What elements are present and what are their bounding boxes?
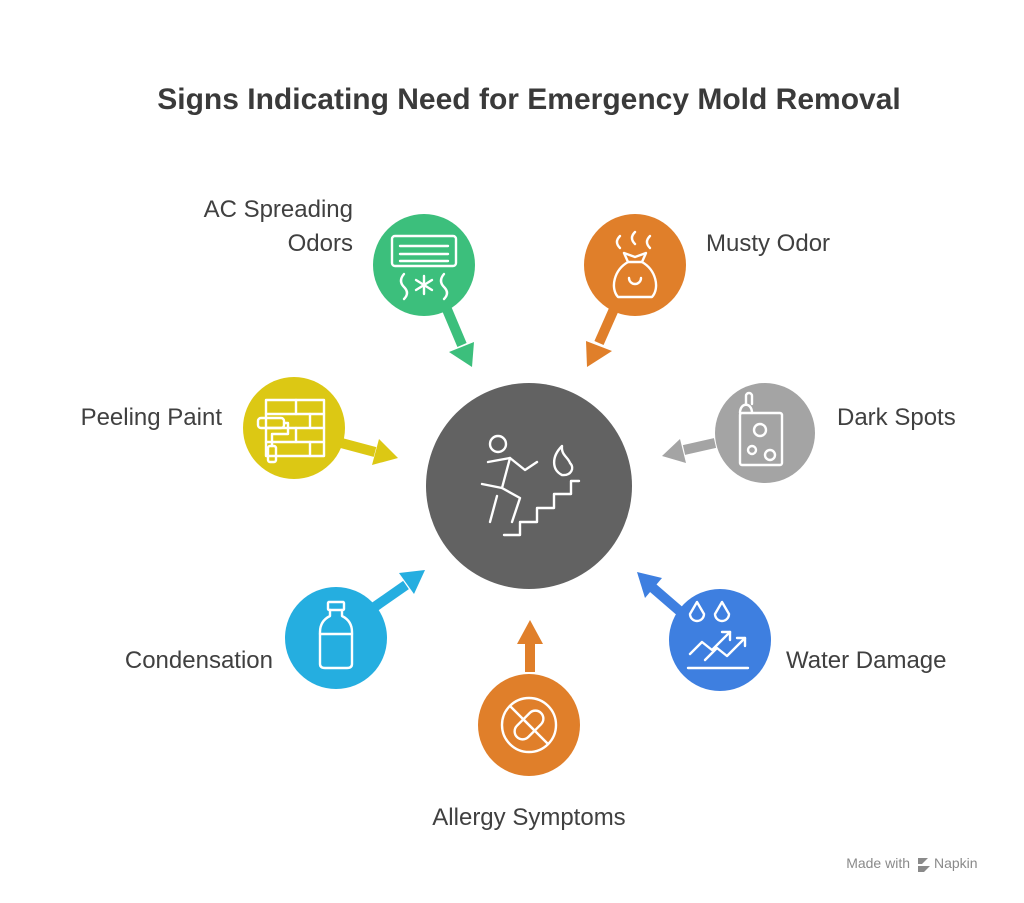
sign-circle-water bbox=[669, 589, 771, 691]
sign-label-allergy: Allergy Symptoms bbox=[432, 804, 625, 831]
sign-node-water bbox=[669, 589, 771, 691]
sign-node-allergy bbox=[478, 674, 580, 776]
footer-attribution: Made with Napkin bbox=[846, 855, 978, 872]
diagram-title: Signs Indicating Need for Emergency Mold… bbox=[157, 83, 900, 116]
footer-made-with: Made with bbox=[846, 855, 910, 871]
sign-node-condensation bbox=[285, 587, 387, 689]
no-pill-icon bbox=[500, 696, 558, 754]
center-circle bbox=[426, 383, 632, 589]
sign-label-water: Water Damage bbox=[786, 647, 947, 674]
sign-circle-condensation bbox=[285, 587, 387, 689]
footer-brand: Napkin bbox=[934, 855, 978, 871]
sign-node-musty bbox=[584, 214, 686, 316]
sign-node-ac bbox=[373, 214, 475, 316]
sign-label-paint: Peeling Paint bbox=[81, 404, 223, 431]
sign-label-dark: Dark Spots bbox=[837, 404, 956, 431]
sign-circle-musty bbox=[584, 214, 686, 316]
air-conditioner-icon bbox=[390, 234, 458, 301]
napkin-logo-icon bbox=[918, 858, 930, 872]
connector-dark bbox=[662, 438, 717, 463]
sign-label-condensation: Condensation bbox=[125, 647, 273, 674]
bottle-icon bbox=[318, 600, 354, 670]
center-node bbox=[426, 383, 632, 589]
person-climbing-stairs-with-flame-icon bbox=[480, 434, 581, 537]
sign-label-ac-line1: AC Spreading bbox=[204, 196, 353, 223]
sign-node-paint bbox=[243, 377, 345, 479]
smelly-bag-icon bbox=[612, 230, 658, 299]
connector-allergy bbox=[517, 620, 543, 672]
sign-label-musty: Musty Odor bbox=[706, 230, 830, 257]
connector-condensation bbox=[370, 570, 425, 613]
spotted-scroll-icon bbox=[738, 391, 784, 467]
sign-node-dark bbox=[715, 383, 815, 483]
paint-roller-wall-icon bbox=[256, 398, 326, 464]
sign-label-ac-line2: Odors bbox=[288, 230, 353, 257]
water-drops-rising-icon bbox=[686, 600, 750, 670]
